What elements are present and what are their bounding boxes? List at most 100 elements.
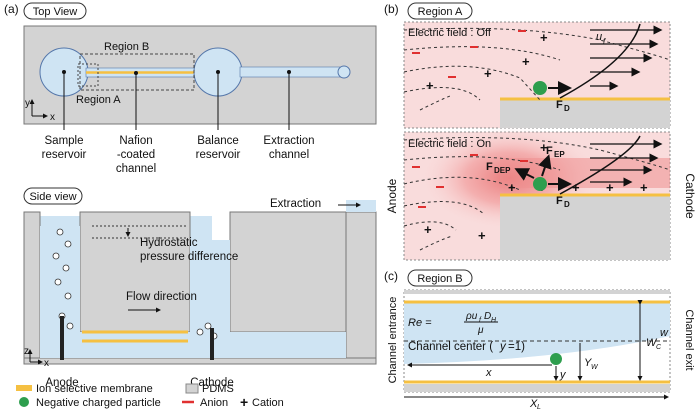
extraction-label: Extraction — [270, 198, 321, 210]
region-b-title: Region B — [417, 273, 462, 285]
extraction-end — [337, 65, 351, 79]
svg-text:+: + — [426, 78, 434, 93]
pdms-top-c — [404, 290, 670, 294]
channel-entrance-label: Channel entrance — [387, 297, 399, 384]
field-on-label: Electric field : On — [408, 138, 491, 150]
field-on-velocity — [590, 139, 663, 187]
fd-label-off: F — [556, 99, 563, 111]
legend-cation-swatch: + — [240, 394, 248, 409]
axis-x2-label: x — [44, 358, 49, 369]
svg-text:+: + — [640, 180, 648, 195]
fep-label: F — [546, 145, 553, 157]
re-num: ρu — [465, 311, 478, 322]
panel-b: (b) Region A Electric field : Off u f — [384, 2, 697, 261]
y-label-c: y — [559, 369, 567, 381]
svg-text:+: + — [540, 140, 548, 155]
svg-text:+: + — [484, 66, 492, 81]
field-off-anions — [412, 30, 526, 78]
panel-c: (c) Region B Re = ρu f D H μ Channel cen… — [384, 269, 695, 409]
field-off-pdms — [500, 98, 670, 128]
legend-pdms-swatch — [185, 383, 199, 394]
callout-channel-3: channel — [116, 163, 156, 175]
particle-c — [550, 353, 562, 365]
svg-text:+: + — [572, 180, 580, 195]
anode-side-label: Anode — [385, 178, 399, 213]
field-off-velocity — [590, 25, 663, 91]
re-num-sub: f — [479, 317, 482, 324]
callout-balance-2: reservoir — [196, 149, 241, 161]
fd-label-on: F — [556, 195, 563, 207]
cathode-side-label: Cathode — [683, 173, 697, 219]
field-off-label: Electric field : Off — [408, 27, 492, 39]
anode-label: Anode — [45, 377, 78, 389]
top-view-title: Top View — [33, 6, 77, 18]
re-num2-sub: H — [491, 317, 497, 324]
re-lhs: Re = — [408, 317, 432, 329]
fdep-arrow — [514, 168, 535, 181]
legend-membrane: Ion selective membrane — [36, 383, 153, 395]
center-y: y — [499, 341, 507, 353]
hydrostatic-label-2: pressure difference — [140, 251, 238, 263]
hydrostatic-label-1: Hydrostatic — [140, 237, 198, 249]
panel-c-label: (c) — [384, 269, 398, 283]
pdms-bottom-c — [404, 384, 670, 392]
axis-x-label: x — [50, 112, 55, 123]
field-on-lines — [403, 137, 671, 251]
anode-electrode — [60, 316, 64, 360]
side-view-title: Side view — [29, 191, 76, 203]
pdms-bottom — [23, 357, 377, 365]
field-off-lines — [403, 27, 671, 111]
top-view-tag — [23, 2, 87, 20]
yw-label: Y — [584, 357, 592, 369]
xl-label: X — [529, 398, 538, 409]
fdep-label: F — [486, 161, 493, 173]
re-den: μ — [477, 325, 484, 336]
side-view-tag — [23, 187, 83, 205]
w-label: w — [660, 327, 669, 339]
field-on-anions — [412, 154, 528, 208]
fep-sub: EP — [554, 150, 565, 159]
axis-y-label: y — [25, 98, 30, 109]
focused-stream — [404, 302, 670, 364]
center-rest: =1) — [508, 341, 525, 353]
channel-exit-label: Channel exit — [683, 309, 695, 370]
pdms-middle-left — [79, 211, 191, 333]
cathode-label: Cathode — [190, 377, 233, 389]
region-a-label: Region A — [76, 94, 121, 106]
extraction-channel-shape — [239, 66, 345, 78]
field-off-cations: ++++ — [426, 30, 548, 93]
cathode-electrode — [210, 328, 214, 360]
xl-sub: L — [537, 404, 541, 409]
field-on-pdms — [500, 194, 670, 260]
flow-direction-label: Flow direction — [126, 291, 197, 303]
pdms-right — [345, 211, 377, 359]
yw-sub: W — [591, 364, 599, 371]
region-b-label: Region B — [104, 41, 149, 53]
wc-label: W — [646, 337, 658, 349]
pdms-middle-right — [229, 211, 347, 333]
region-a-tag — [407, 2, 473, 20]
callout-balance-1: Balance — [197, 135, 239, 147]
svg-text:+: + — [478, 228, 486, 243]
svg-text:+: + — [540, 30, 548, 45]
extraction-fluid — [346, 200, 376, 212]
x-label-c: x — [485, 367, 492, 379]
panel-a: (a) Top View Region B Region A y x — [4, 2, 377, 409]
region-b-box — [79, 53, 195, 91]
svg-text:+: + — [424, 222, 432, 237]
legend-particle-swatch — [19, 397, 29, 407]
u-label-off: u — [596, 31, 602, 43]
region-a-box — [77, 63, 99, 87]
fdep-sub: DEP — [494, 166, 511, 175]
callout-sample-2: reservoir — [42, 149, 87, 161]
particle-off — [533, 81, 547, 95]
panel-a-label: (a) — [4, 2, 19, 16]
callout-sample-1: Sample — [45, 135, 84, 147]
callout-channel-1: Nafion — [119, 135, 152, 147]
particle-on — [533, 177, 547, 191]
region-b-tag — [407, 269, 473, 287]
svg-text:+: + — [606, 180, 614, 195]
fd-sub-off: D — [564, 104, 570, 113]
axis-z-label: z — [24, 346, 29, 357]
